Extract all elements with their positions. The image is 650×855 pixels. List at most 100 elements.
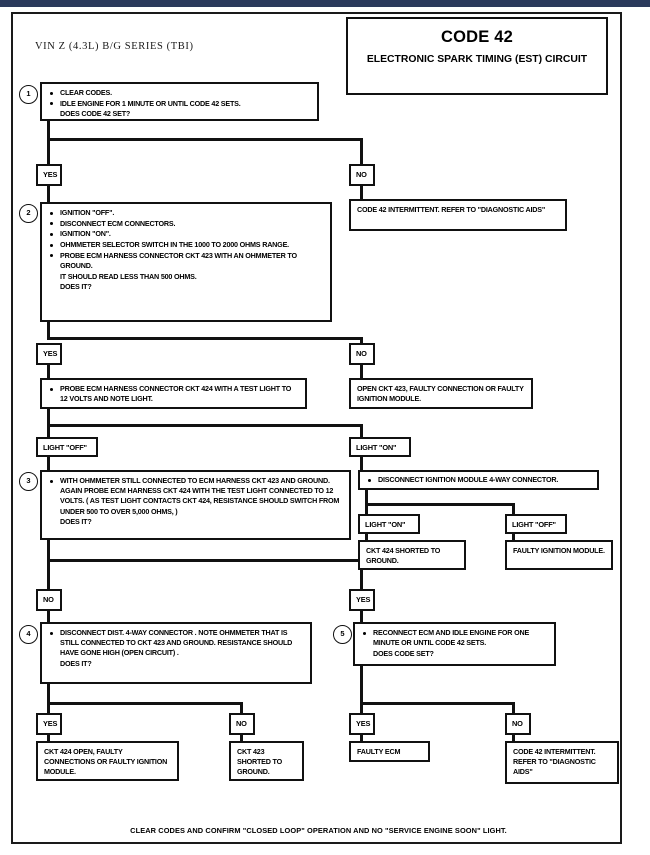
connector-lighton-to-step3b xyxy=(360,456,363,472)
connector-no4-to-result xyxy=(240,734,243,743)
step-number-5: 5 xyxy=(333,625,352,644)
step-5-line-2: DOES CODE SET? xyxy=(373,648,434,658)
step-2b-probe-ckt424-box: PROBE ECM HARNESS CONNECTOR CKT 424 WITH… xyxy=(40,378,307,409)
connector-step2-no-leg xyxy=(360,337,363,345)
step-number-3: 3 xyxy=(19,472,38,491)
answer-step5-no: NO xyxy=(505,713,531,735)
step-1-instruction-box: CLEAR CODES. IDLE ENGINE FOR 1 MINUTE OR… xyxy=(40,82,319,121)
connector-step4-split xyxy=(47,702,243,705)
connector-step3-split xyxy=(47,559,363,562)
answer-step1-no: NO xyxy=(349,164,375,186)
connector-no3-to-step4 xyxy=(47,610,50,624)
connector-lightoff-to-step3 xyxy=(47,456,50,472)
connector-step3b-right-leg xyxy=(512,503,515,516)
connector-light-on-leg xyxy=(360,424,363,439)
connector-yes5-to-result xyxy=(360,734,363,743)
step-3-line-2: DOES IT? xyxy=(60,517,92,527)
connector-step3b-split xyxy=(365,503,515,506)
step-4-instruction-box: DISCONNECT DIST. 4-WAY CONNECTOR . NOTE … xyxy=(40,622,312,684)
step-3-instruction-box: WITH OHMMETER STILL CONNECTED TO ECM HAR… xyxy=(40,470,351,540)
connector-step3b-stem xyxy=(365,490,368,506)
answer-light-off: LIGHT "OFF" xyxy=(36,437,98,457)
result-faulty-ecm: FAULTY ECM xyxy=(349,741,430,762)
answer-step5-yes: YES xyxy=(349,713,375,735)
footer-instruction: CLEAR CODES AND CONFIRM "CLOSED LOOP" OP… xyxy=(130,826,507,835)
connector-no5-to-result xyxy=(512,734,515,743)
connector-step4-yes-leg xyxy=(47,702,50,715)
result-ckt424-shorted-to-ground: CKT 424 SHORTED TO GROUND. xyxy=(358,540,466,570)
connector-lighton-to-shorted xyxy=(365,533,368,542)
connector-step1-no-leg xyxy=(360,138,363,166)
connector-step5-split xyxy=(360,702,515,705)
connector-lightoff-to-faulty-module xyxy=(512,533,515,542)
diagram-page-frame: VIN Z (4.3L) B/G SERIES (TBI) CODE 42 EL… xyxy=(11,12,622,844)
step-number-4: 4 xyxy=(19,625,38,644)
connector-no2-to-result xyxy=(360,364,363,380)
step-4-line-2: DOES IT? xyxy=(60,659,92,669)
step-2-line-2: DISCONNECT ECM CONNECTORS. xyxy=(49,219,325,229)
result-code42-intermittent-bottom: CODE 42 INTERMITTENT. REFER TO "DIAGNOST… xyxy=(505,741,619,784)
connector-step4-no-leg xyxy=(240,702,243,715)
connector-yes4-to-result xyxy=(47,734,50,743)
answer-light-on: LIGHT "ON" xyxy=(349,437,411,457)
step-3b-line-1: DISCONNECT IGNITION MODULE 4-WAY CONNECT… xyxy=(367,475,592,485)
answer-step3b-light-off: LIGHT "OFF" xyxy=(505,514,567,534)
connector-yes3-to-step5 xyxy=(360,610,363,624)
result-ckt423-shorted: CKT 423 SHORTED TO GROUND. xyxy=(229,741,304,781)
connector-light-off-leg xyxy=(47,424,50,439)
connector-step3-yes-leg xyxy=(360,559,363,591)
connector-step5-no-leg xyxy=(512,702,515,715)
step-5-line-1: RECONNECT ECM AND IDLE ENGINE FOR ONE MI… xyxy=(362,628,549,648)
connector-yes1-to-step2 xyxy=(47,185,50,203)
title-block: CODE 42 ELECTRONIC SPARK TIMING (EST) CI… xyxy=(346,17,608,95)
connector-no1-to-result xyxy=(360,185,363,200)
connector-step4-stem xyxy=(47,683,50,705)
step-2-line-1: IGNITION "OFF". xyxy=(49,208,325,218)
result-open-ckt423: OPEN CKT 423, FAULTY CONNECTION OR FAULT… xyxy=(349,378,533,409)
connector-step5-yes-leg xyxy=(360,702,363,715)
answer-step3-no: NO xyxy=(36,589,62,611)
answer-step1-yes: YES xyxy=(36,164,62,186)
connector-step1-split xyxy=(47,138,363,141)
connector-step2-stem xyxy=(47,322,50,340)
result-faulty-ignition-module: FAULTY IGNITION MODULE. xyxy=(505,540,613,570)
step-2-instruction-box: IGNITION "OFF". DISCONNECT ECM CONNECTOR… xyxy=(40,202,332,322)
step-5-instruction-box: RECONNECT ECM AND IDLE ENGINE FOR ONE MI… xyxy=(353,622,556,666)
step-3b-disconnect-module-box: DISCONNECT IGNITION MODULE 4-WAY CONNECT… xyxy=(358,470,599,490)
connector-step3-stem xyxy=(47,540,50,562)
vehicle-application-label: VIN Z (4.3L) B/G SERIES (TBI) xyxy=(35,41,194,52)
answer-step3-yes: YES xyxy=(349,589,375,611)
step-2-line-3: IGNITION "ON". xyxy=(49,229,325,239)
result-ckt424-open: CKT 424 OPEN, FAULTY CONNECTIONS OR FAUL… xyxy=(36,741,179,781)
step-2-line-5: PROBE ECM HARNESS CONNECTOR CKT 423 WITH… xyxy=(49,251,325,271)
answer-step4-no: NO xyxy=(229,713,255,735)
step-1-line-2: IDLE ENGINE FOR 1 MINUTE OR UNTIL CODE 4… xyxy=(49,99,312,109)
answer-step2-no: NO xyxy=(349,343,375,365)
connector-step1-stem xyxy=(47,121,50,141)
connector-yes2-to-probe xyxy=(47,364,50,380)
answer-step3b-light-on: LIGHT "ON" xyxy=(358,514,420,534)
step-3-line-1: WITH OHMMETER STILL CONNECTED TO ECM HAR… xyxy=(49,476,344,517)
step-2-line-7: DOES IT? xyxy=(60,282,92,292)
connector-step1-yes-leg xyxy=(47,138,50,166)
step-2-line-4: OHMMETER SELECTOR SWITCH IN THE 1000 TO … xyxy=(49,240,325,250)
top-decorative-strip xyxy=(0,0,650,7)
code-title: CODE 42 xyxy=(440,28,513,46)
step-number-1: 1 xyxy=(19,85,38,104)
step-1-line-3: DOES CODE 42 SET? xyxy=(60,109,131,119)
connector-step3b-left-leg xyxy=(365,503,368,516)
connector-light-split xyxy=(47,424,363,427)
connector-probe-stem xyxy=(47,409,50,427)
answer-step4-yes: YES xyxy=(36,713,62,735)
step-2-line-6: IT SHOULD READ LESS THAN 500 OHMS. xyxy=(60,271,197,281)
connector-step3-no-leg xyxy=(47,559,50,591)
circuit-subtitle: ELECTRONIC SPARK TIMING (EST) CIRCUIT xyxy=(366,54,588,65)
connector-step5-stem xyxy=(360,665,363,705)
answer-step2-yes: YES xyxy=(36,343,62,365)
step-2b-line-1: PROBE ECM HARNESS CONNECTOR CKT 424 WITH… xyxy=(49,384,300,404)
connector-step2-split xyxy=(47,337,363,340)
step-4-line-1: DISCONNECT DIST. 4-WAY CONNECTOR . NOTE … xyxy=(49,628,305,659)
result-code42-intermittent-top: CODE 42 INTERMITTENT. REFER TO "DIAGNOST… xyxy=(349,199,567,231)
step-1-line-1: CLEAR CODES. xyxy=(49,88,312,98)
step-number-2: 2 xyxy=(19,204,38,223)
